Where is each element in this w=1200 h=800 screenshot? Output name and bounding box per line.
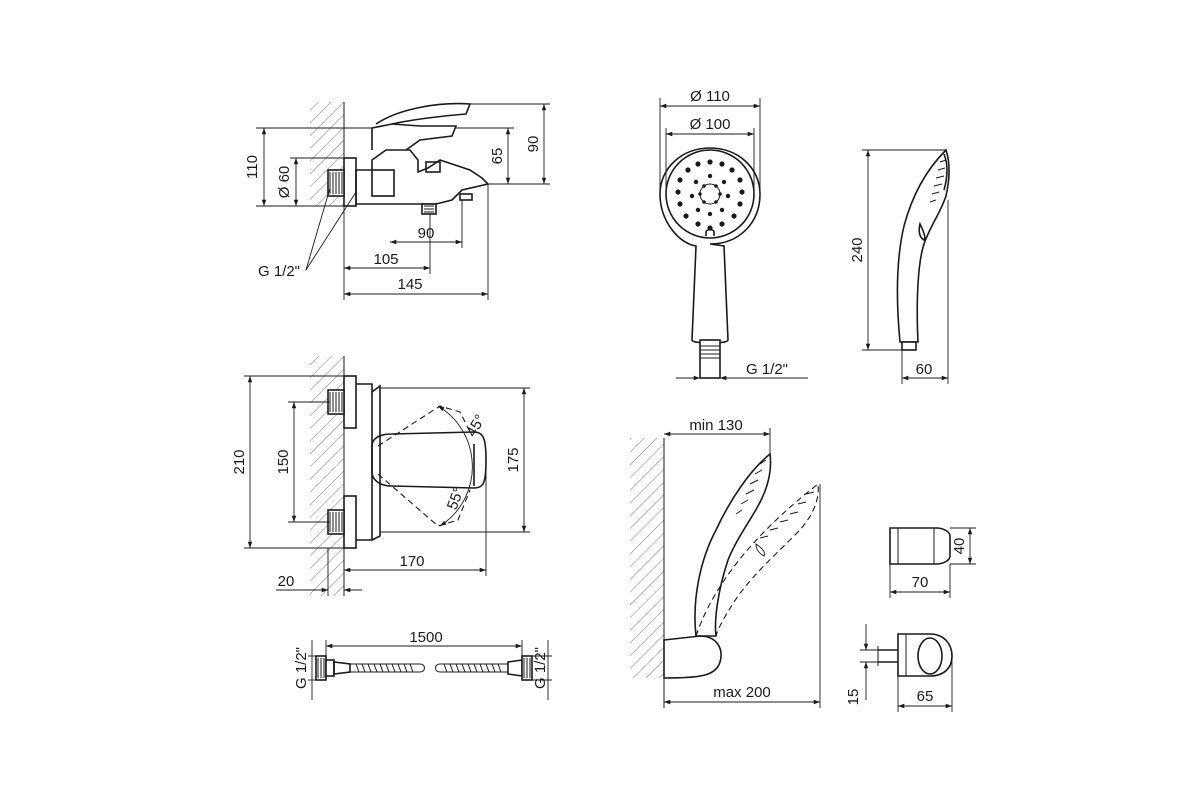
hose-left-fitting — [315, 655, 351, 681]
dim-20: 20 — [276, 548, 362, 596]
mixer-front-view: 45° 55° 210 150 175 170 — [231, 356, 530, 596]
dim-60: 60 — [901, 200, 949, 384]
dim-145: 145 — [344, 184, 489, 300]
dim-60-label: 60 — [916, 361, 933, 378]
dim-min-130-label: min 130 — [689, 417, 742, 434]
dim-diameter-110: Ø 110 — [659, 88, 761, 194]
lever — [375, 102, 472, 125]
dim-diameter-100: Ø 100 — [665, 116, 755, 194]
angle-55-label: 55° — [444, 485, 468, 512]
profile-outline — [896, 148, 950, 343]
selector-tab — [705, 228, 715, 236]
hose-right-segment — [435, 663, 509, 673]
dim-210: 210 — [231, 375, 344, 549]
dim-170: 170 — [344, 460, 487, 576]
hose-left-segment — [350, 663, 425, 673]
mixer-body-front — [356, 383, 373, 541]
dim-90-height-label: 90 — [525, 136, 542, 153]
holder-block — [889, 527, 951, 565]
dim-65-outlet-label: 65 — [917, 688, 934, 705]
wall-outlet: 15 65 — [845, 624, 953, 712]
dim-240: 240 — [849, 149, 946, 351]
cartridge — [371, 123, 458, 151]
holder-small: 40 70 — [889, 527, 976, 598]
hose-view: 1500 G 1/2" G 1/2" — [293, 629, 552, 700]
eccentric-nut-bottom — [343, 495, 357, 549]
angle-45-label: 45° — [463, 412, 489, 440]
thread-callout: G 1/2" — [258, 187, 357, 280]
shower-tilted — [695, 482, 819, 637]
dim-diameter-60: Ø 60 — [276, 157, 344, 207]
dim-145-label: 145 — [397, 276, 422, 293]
dim-max-200: max 200 — [664, 484, 821, 708]
thread-top — [327, 389, 345, 415]
dim-105: 105 — [343, 206, 431, 300]
mixer-side-view: 110 Ø 60 65 90 90 105 — [244, 102, 550, 300]
diverter-knob — [425, 161, 441, 173]
dim-65-outlet: 65 — [897, 656, 953, 712]
dim-150-label: 150 — [275, 449, 292, 474]
dim-90-height: 90 — [470, 103, 550, 185]
dim-15-label: 15 — [845, 689, 862, 706]
dim-diameter-60-label: Ø 60 — [276, 166, 293, 199]
dim-thread-left: G 1/2" — [293, 640, 316, 700]
dim-40: 40 — [950, 527, 976, 565]
eccentric-nut — [343, 157, 357, 207]
dim-thread-right: G 1/2" — [532, 640, 552, 700]
dim-90-outlet-label: 90 — [418, 225, 435, 242]
dim-65: 65 — [456, 127, 514, 185]
dim-70-label: 70 — [912, 574, 929, 591]
wall-holder-setup: min 130 max 200 — [630, 417, 821, 708]
dim-diameter-100-label: Ø 100 — [690, 116, 731, 133]
dim-40-label: 40 — [951, 538, 968, 555]
dim-20-label: 20 — [278, 573, 295, 590]
outlet-pipes — [877, 646, 898, 666]
dim-210-label: 210 — [231, 449, 248, 474]
dim-1500: 1500 — [325, 629, 523, 656]
hose-thread-left-label: G 1/2" — [293, 647, 310, 689]
dim-150: 150 — [275, 401, 330, 523]
thread-stub — [327, 169, 345, 197]
lever-front — [371, 431, 487, 489]
dim-65-label: 65 — [489, 148, 506, 165]
dim-110-label: 110 — [244, 155, 261, 179]
dim-max-200-label: max 200 — [713, 684, 771, 701]
dim-175-label: 175 — [505, 447, 522, 472]
dim-1500-label: 1500 — [409, 629, 442, 646]
holder-bracket — [663, 635, 722, 679]
dim-170-label: 170 — [399, 553, 424, 570]
dim-diameter-110-label: Ø 110 — [690, 88, 730, 105]
nozzle-holes — [675, 159, 745, 231]
dim-15: 15 — [845, 624, 878, 705]
shower-thread-label: G 1/2" — [746, 361, 788, 378]
dim-min-130: min 130 — [664, 417, 771, 454]
eccentric-nut-top — [343, 375, 357, 429]
hand-shower-profile: 240 60 — [849, 148, 950, 384]
shower-outline — [659, 147, 761, 344]
shower-solid — [694, 452, 772, 637]
dim-175: 175 — [380, 387, 530, 533]
thread-label-side: G 1/2" — [258, 263, 300, 280]
thread-bottom — [327, 509, 345, 535]
dim-240-label: 240 — [849, 237, 866, 262]
hose-thread-right-label: G 1/2" — [532, 647, 549, 689]
dim-105-label: 105 — [373, 251, 398, 268]
lever-up-position — [377, 405, 471, 447]
dim-70: 70 — [889, 564, 951, 598]
mixer-body — [355, 149, 490, 205]
hand-shower-front: Ø 110 Ø 100 G 1/2" — [659, 88, 808, 381]
dim-thread-shower: G 1/2" — [676, 361, 808, 381]
wall-hatch — [630, 438, 664, 678]
hose-right-fitting — [507, 655, 533, 681]
